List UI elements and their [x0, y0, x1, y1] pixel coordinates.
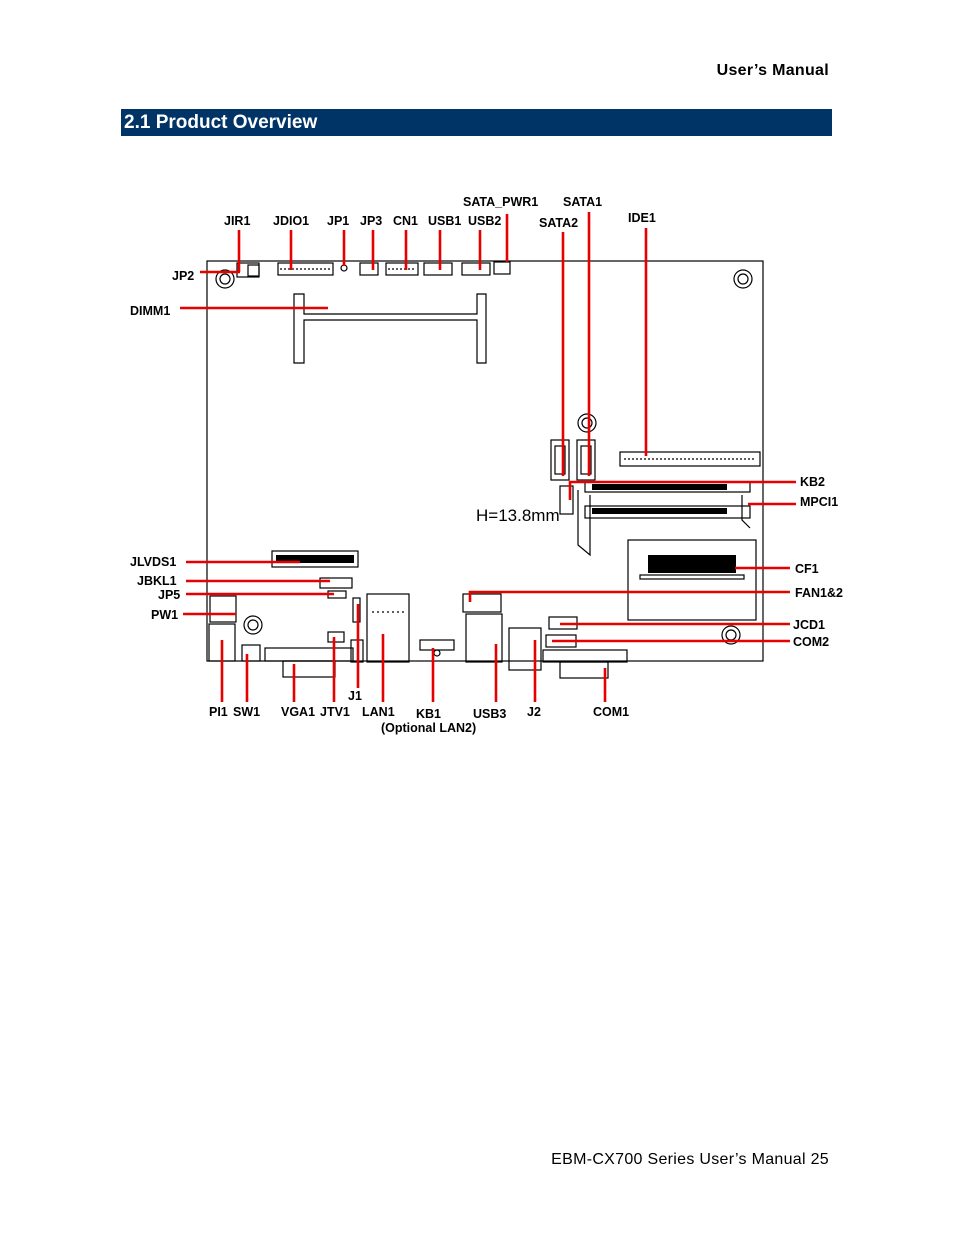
- label-j2: J2: [527, 705, 541, 719]
- label-jlvds1: JLVDS1: [130, 555, 176, 569]
- label-jcd1: JCD1: [793, 618, 825, 632]
- header-usb1: [423, 262, 453, 276]
- label-sata-pwr1: SATA_PWR1: [463, 195, 538, 209]
- label-com1: COM1: [593, 705, 629, 719]
- label-fan12: FAN1&2: [795, 586, 843, 600]
- vga-connector: [264, 647, 354, 678]
- usb3-connector: [462, 593, 503, 663]
- dimm-slot: [293, 293, 487, 364]
- header-jir1: [236, 262, 260, 278]
- header-sata-pwr1: [493, 261, 511, 275]
- sata1-connector: [576, 439, 596, 481]
- section-title: 2.1 Product Overview: [121, 109, 832, 136]
- header-kb2: [559, 485, 574, 515]
- label-usb3: USB3: [473, 707, 506, 721]
- lvds-connector: [271, 550, 359, 568]
- page-header-title: User’s Manual: [716, 62, 829, 79]
- lan-connector: [366, 593, 410, 663]
- label-sata2: SATA2: [539, 216, 578, 230]
- label-sata1: SATA1: [563, 195, 602, 209]
- ide-connector: [619, 451, 761, 467]
- label-optional-lan2: (Optional LAN2): [381, 721, 476, 735]
- mounting-hole-tl: [215, 269, 235, 289]
- label-jp1: JP1: [327, 214, 349, 228]
- label-jp2: JP2: [172, 269, 194, 283]
- sw1-switch: [241, 644, 261, 662]
- header-cn1: [385, 262, 419, 276]
- label-j1: J1: [348, 689, 362, 703]
- label-com2: COM2: [793, 635, 829, 649]
- header-jtv1: [327, 631, 345, 643]
- mounting-hole-mid: [577, 413, 597, 433]
- label-kb1: KB1: [416, 707, 441, 721]
- header-jdio1: [277, 262, 334, 276]
- j2-connector: [508, 627, 542, 671]
- cf-slot: [627, 539, 757, 621]
- label-lan1: LAN1: [362, 705, 395, 719]
- label-pi1: PI1: [209, 705, 228, 719]
- label-jir1: JIR1: [224, 214, 250, 228]
- label-kb2: KB2: [800, 475, 825, 489]
- label-ide1: IDE1: [628, 211, 656, 225]
- label-jbkl1: JBKL1: [137, 574, 177, 588]
- board-outline: [206, 260, 764, 662]
- page-footer: EBM-CX700 Series User’s Manual 25: [551, 1151, 829, 1168]
- label-jtv1: JTV1: [320, 705, 350, 719]
- kb1-connector: [419, 639, 455, 657]
- label-mpci1: MPCI1: [800, 495, 838, 509]
- sata2-connector: [550, 439, 570, 481]
- label-jdio1: JDIO1: [273, 214, 309, 228]
- label-usb2: USB2: [468, 214, 501, 228]
- mpci-slot: [577, 481, 751, 557]
- header-jp3: [359, 262, 379, 276]
- label-cn1: CN1: [393, 214, 418, 228]
- label-dimm1: DIMM1: [130, 304, 170, 318]
- pw1-connector: [209, 595, 237, 623]
- label-usb1: USB1: [428, 214, 461, 228]
- height-note: H=13.8mm: [476, 506, 560, 525]
- mounting-hole-bl: [243, 615, 263, 635]
- com1-connector: [542, 649, 628, 679]
- label-jp5: JP5: [158, 588, 180, 602]
- leader-lines: [180, 212, 796, 702]
- header-usb2: [461, 262, 491, 276]
- label-vga1: VGA1: [281, 705, 315, 719]
- label-jp3: JP3: [360, 214, 382, 228]
- label-cf1: CF1: [795, 562, 819, 576]
- label-sw1: SW1: [233, 705, 260, 719]
- label-pw1: PW1: [151, 608, 178, 622]
- mounting-hole-tr: [733, 269, 753, 289]
- header-jbkl1: [319, 577, 353, 589]
